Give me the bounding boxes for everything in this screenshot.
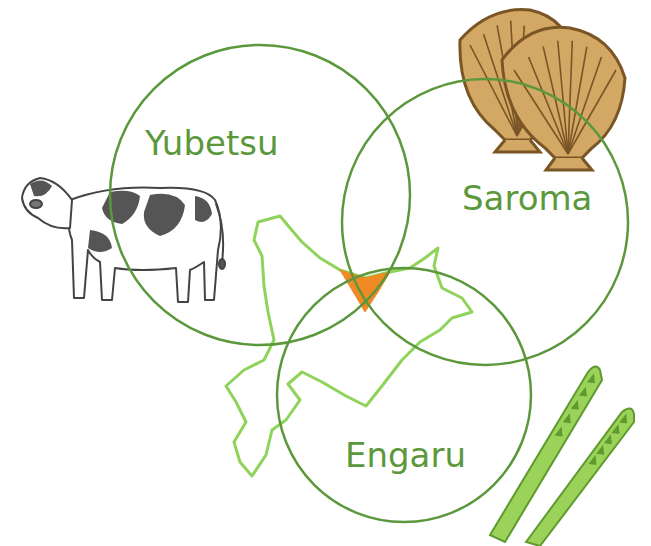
highlight-region: [340, 270, 390, 312]
asparagus: [490, 366, 634, 546]
circle-label: Engaru: [345, 437, 466, 474]
circle-outline: [274, 265, 534, 525]
venn-circle: Saroma: [339, 76, 631, 368]
circle-label: Yubetsu: [145, 125, 279, 162]
circle-outline: [277, 268, 531, 522]
venn-circle: Engaru: [274, 265, 534, 525]
circle-outline: [342, 79, 628, 365]
circle-outline: [339, 76, 631, 368]
circle-label: Saroma: [462, 180, 592, 217]
cow: [22, 178, 225, 302]
